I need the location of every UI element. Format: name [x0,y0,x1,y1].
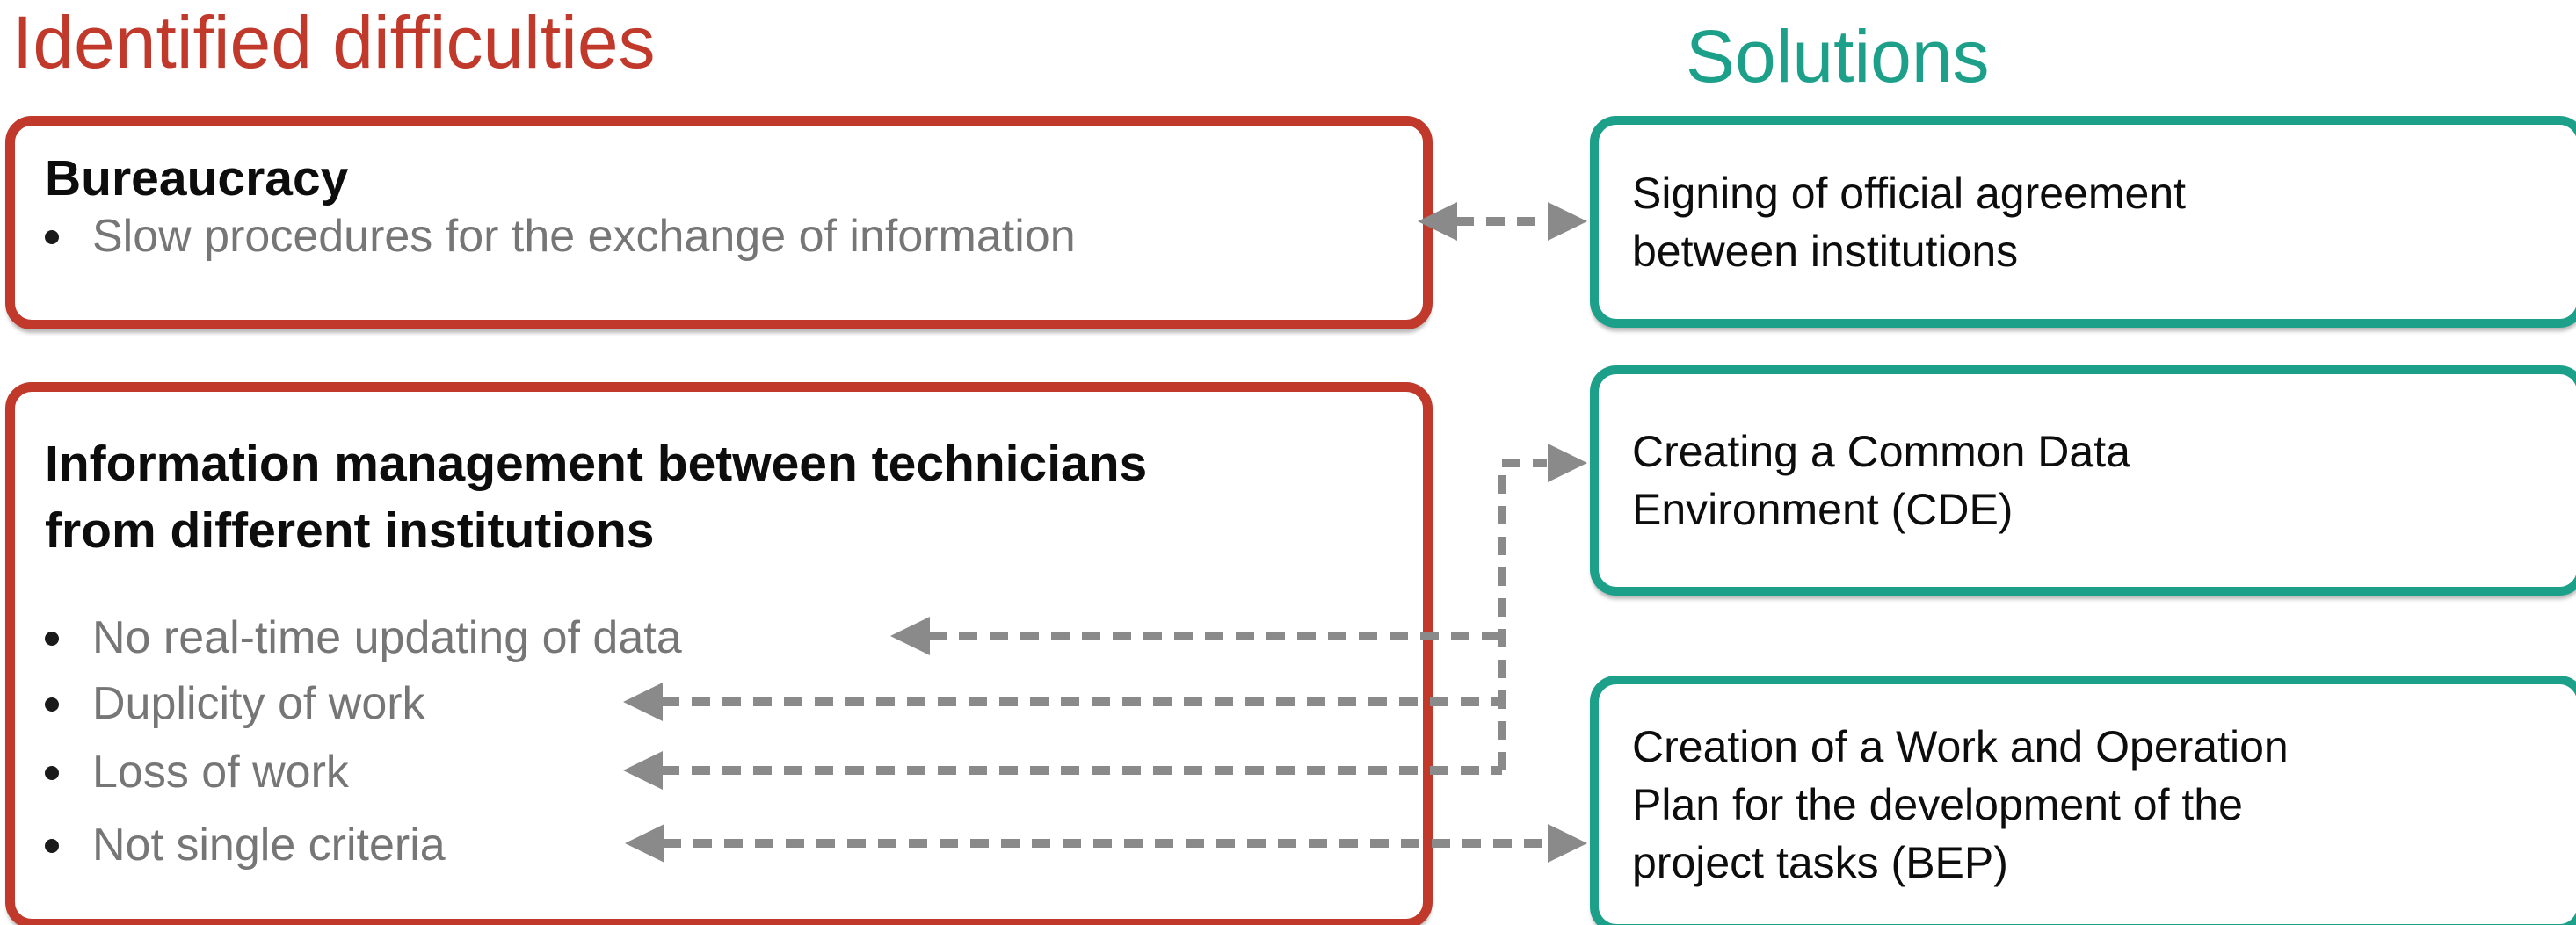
connector-trunk-cde [1498,444,1587,770]
solution-line: between institutions [1632,226,2019,276]
difficulty-bullet: No real-time updating of data [15,612,682,663]
solution-line: Signing of official agreement [1632,168,2187,218]
difficulty-bullet: Slow procedures for the exchange of info… [15,211,1076,262]
solution-line: project tasks (BEP) [1632,837,2008,887]
solution-box-bep: Creation of a Work and Operation Plan fo… [1590,676,2576,925]
bullet-text: Loss of work [92,747,349,798]
bullet-text: No real-time updating of data [92,612,682,663]
difficulty-bullet: Duplicity of work [15,678,425,729]
bullet-text: Duplicity of work [92,678,425,729]
solution-box-agreement: Signing of official agreement between in… [1590,116,2576,328]
bullet-text: Not single criteria [92,820,446,871]
solution-text: Signing of official agreement between in… [1599,164,2186,280]
heading-line: from different institutions [45,502,655,560]
difficulty-heading: Information management between technicia… [45,430,1147,565]
difficulty-heading: Bureaucracy [45,150,349,206]
connector-bureaucracy-agreement [1418,202,1587,241]
difficulties-title: Identified difficulties [12,1,656,83]
bullet-text: Slow procedures for the exchange of info… [92,211,1076,262]
solution-line: Creating a Common Data [1632,427,2130,476]
solution-line: Creation of a Work and Operation [1632,721,2289,771]
difficulty-box-information-management: Information management between technicia… [5,382,1433,925]
solution-line: Environment (CDE) [1632,485,2014,534]
solution-box-cde: Creating a Common Data Environment (CDE) [1590,365,2576,596]
bullet-dot-icon [45,697,59,712]
bullet-dot-icon [45,838,59,853]
difficulty-box-bureaucracy: Bureaucracy Slow procedures for the exch… [5,116,1433,329]
bullet-dot-icon [45,631,59,646]
solution-text: Creation of a Work and Operation Plan fo… [1599,718,2289,892]
solution-line: Plan for the development of the [1632,779,2243,829]
solution-text: Creating a Common Data Environment (CDE) [1599,423,2130,538]
bullet-dot-icon [45,229,59,244]
difficulty-bullet: Loss of work [15,747,349,798]
bullet-dot-icon [45,765,59,780]
heading-line: Information management between technicia… [45,436,1148,492]
difficulty-bullet: Not single criteria [15,820,446,871]
solutions-title: Solutions [1686,15,1990,98]
